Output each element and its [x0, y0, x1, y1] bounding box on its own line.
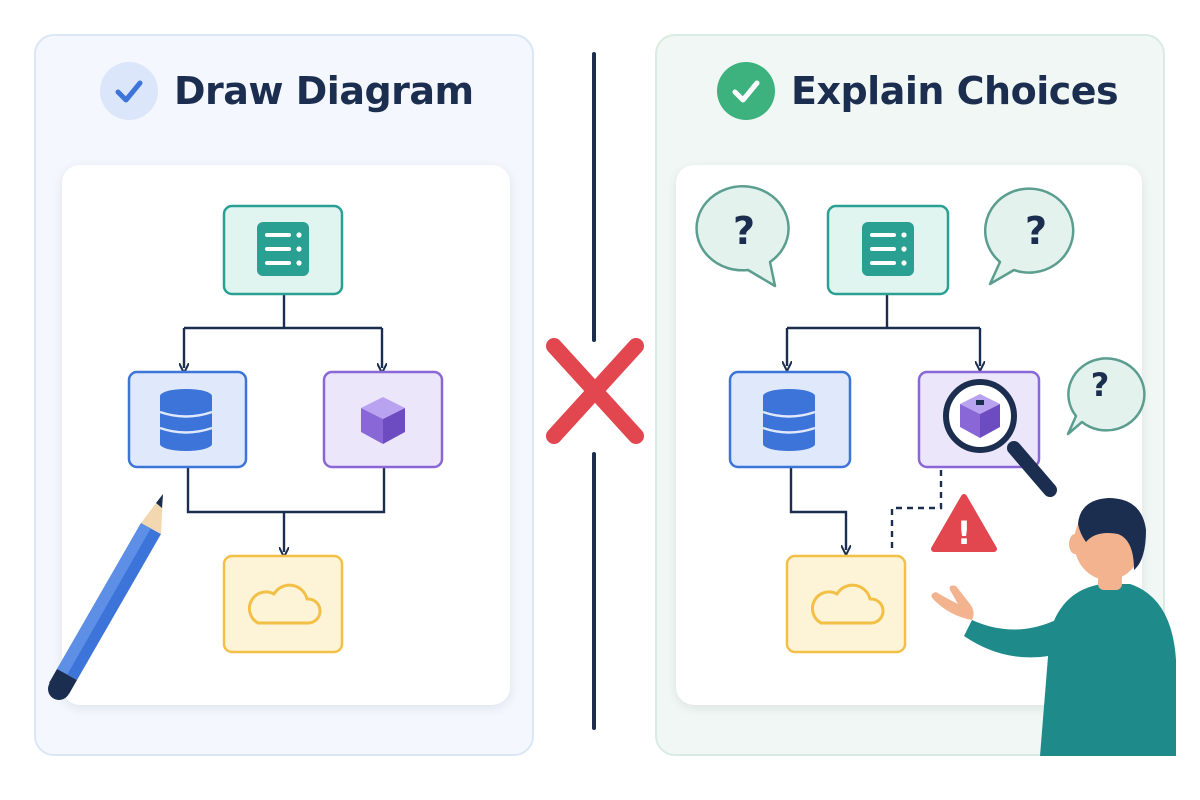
checkmark-icon [732, 80, 760, 103]
cloud-icon [247, 583, 322, 625]
question-mark-2: ? [1025, 209, 1047, 253]
person-illustration [931, 498, 1176, 756]
left-checkmark-badge [100, 62, 158, 120]
right-panel-title: Explain Choices [791, 69, 1119, 113]
question-mark-3: ? [1091, 366, 1110, 404]
left-heading: Draw Diagram [100, 62, 474, 120]
right-checkmark-badge [717, 62, 775, 120]
cube-icon [361, 397, 405, 444]
left-cloud-node [222, 554, 344, 654]
cloud-icon [810, 583, 885, 625]
warning-symbol: ! [957, 514, 972, 552]
database-icon [762, 389, 816, 451]
divider-line-bottom [592, 452, 596, 730]
pencil-icon [48, 494, 163, 700]
question-bubble-1: ? [695, 185, 790, 288]
divider-line-top [592, 52, 596, 342]
right-database-node [728, 370, 852, 469]
checkmark-icon [115, 80, 143, 103]
database-icon [159, 389, 213, 451]
left-database-node [127, 370, 248, 469]
server-icon [257, 222, 309, 276]
server-icon [862, 222, 914, 276]
magnifier-icon [943, 379, 1057, 497]
right-heading: Explain Choices [717, 62, 1119, 120]
question-bubble-3: ? [1066, 357, 1146, 436]
right-connectors [787, 294, 980, 550]
question-bubble-2: ? [983, 187, 1075, 286]
right-server-node [826, 204, 950, 296]
cross-icon [546, 338, 644, 444]
left-server-node [222, 204, 344, 296]
cube-icon [960, 394, 1000, 438]
warning-icon: ! [931, 494, 997, 552]
right-cloud-node [785, 554, 907, 654]
left-connectors [184, 294, 384, 552]
left-cube-node [322, 370, 444, 469]
dashed-connector [890, 470, 943, 550]
left-panel-title: Draw Diagram [174, 69, 474, 113]
question-mark-1: ? [733, 209, 755, 253]
